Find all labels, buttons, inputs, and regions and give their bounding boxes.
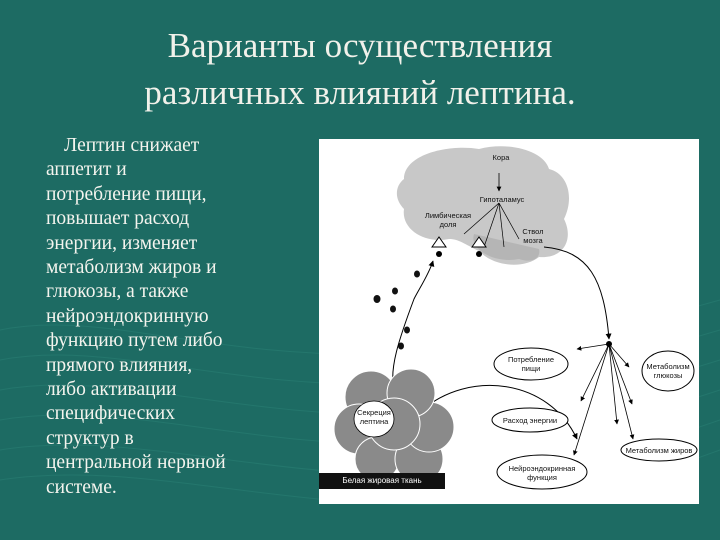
body-text: Лептин снижает аппетит и потребление пищ… [46,134,296,500]
body-line: функцию путем либо [46,330,223,352]
body-line: нейроэндокринную [46,305,209,327]
body-line: Лептин снижает [64,135,200,156]
limbic-label: Лимбическая доля [423,211,473,229]
body-line: энергии, изменяет [46,232,198,254]
body-line: потребление пищи, [46,183,207,205]
brainstem-label-line: Ствол [522,227,544,236]
body-line: прямого влияния, [46,354,193,376]
leptin-dots [373,270,420,350]
fat-cells [333,368,455,484]
energy-expenditure-label: Расход энергии [502,416,558,425]
body-line: центральной нервной [46,452,226,474]
white-fat-tissue-label: Белая жировая ткань [319,473,445,489]
glucose-metabolism-label-line: Метаболизм [646,362,690,371]
body-line: системе. [46,476,117,498]
diagram-panel: Кора Гипоталамус Лимбическая доля Ствол … [319,139,699,504]
brain-shape [396,146,569,265]
food-intake-label: Потребление пищи [499,355,563,373]
body-line: аппетит и [46,159,127,181]
fat-metabolism-label: Метаболизм жиров [625,446,693,455]
food-intake-label-line: Потребление [507,355,555,364]
brainstem-label-line: мозга [523,236,543,245]
limbic-label-line: Лимбическая [424,211,472,220]
neuroendocrine-label: Нейроэндокринная функция [503,464,581,482]
body-line: либо активации [46,379,177,401]
title-line-1: Варианты осуществления [167,26,553,65]
secretion-label: Секреция лептина [354,408,394,426]
diagram-graphics [333,146,698,490]
secretion-label-line: лептина [359,417,389,426]
food-intake-label-line: пищи [521,364,541,373]
body-line: структур в [46,427,134,449]
brainstem-label: Ствол мозга [518,227,548,245]
glucose-metabolism-label: Метаболизм глюкозы [645,362,691,380]
glucose-metabolism-label-line: глюкозы [653,371,683,380]
body-line: метаболизм жиров и [46,257,217,279]
neuroendocrine-label-line: функция [527,473,557,482]
body-line: глюкозы, а также [46,281,189,303]
limbic-label-line: доля [439,220,457,229]
hypothalamus-label: Гипоталамус [479,195,525,204]
cortex-label: Кора [492,153,510,162]
body-line: повышает расход [46,208,190,230]
title-line-2: различных влияний лептина. [144,73,576,112]
body-line: специфических [46,403,175,425]
neuroendocrine-label-line: Нейроэндокринная [508,464,576,473]
secretion-label-line: Секреция [357,408,391,417]
slide-title: Варианты осуществления различных влияний… [60,22,660,116]
